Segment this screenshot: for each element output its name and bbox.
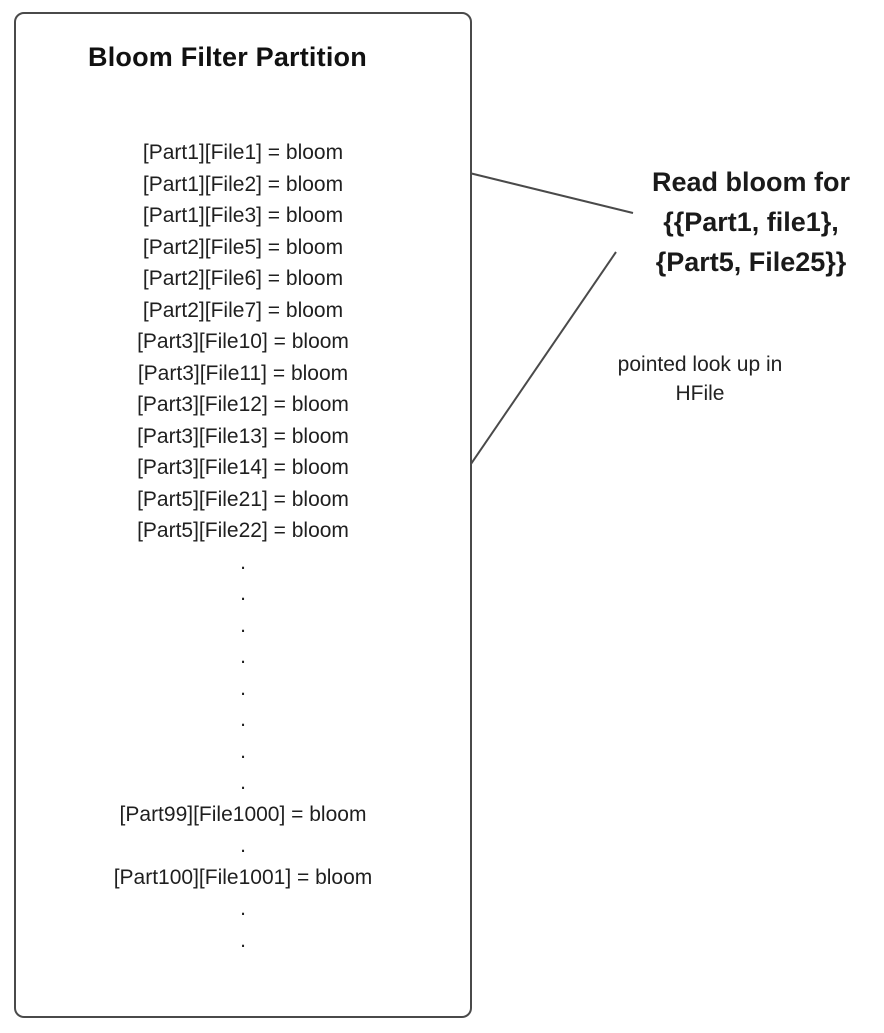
- ellipsis-dot: .: [240, 928, 246, 952]
- bloom-filter-partition-box: Bloom Filter Partition [Part1][File1] = …: [14, 12, 472, 1018]
- partition-entry: [Part2][File6] = bloom: [142, 267, 344, 290]
- partition-entries-list: [Part1][File1] = bloom [Part1][File2] = …: [16, 137, 470, 956]
- ellipsis-dot: .: [240, 613, 246, 637]
- partition-entry: [Part2][File7] = bloom: [142, 298, 344, 322]
- read-bloom-line: Read bloom for: [651, 167, 850, 197]
- ellipsis-dot: .: [240, 550, 246, 574]
- ellipsis-dot: .: [240, 582, 246, 605]
- ellipsis-dot: .: [240, 897, 246, 920]
- partition-entry: [Part100][File1001] = bloom: [113, 865, 373, 889]
- read-bloom-label: Read bloom for {{Part1, file1}, {Part5, …: [618, 162, 884, 282]
- partition-entry: [Part5][File21] = bloom: [137, 487, 349, 511]
- partition-entry: [Part3][File14] = bloom: [137, 456, 349, 479]
- partition-entry: [Part5][File22] = bloom: [137, 519, 349, 542]
- read-bloom-line: {{Part1, file1},: [663, 207, 839, 237]
- ellipsis-dot: .: [240, 708, 246, 731]
- read-bloom-line: {Part5, File25}}: [655, 247, 847, 277]
- partition-entry: [Part3][File10] = bloom: [137, 330, 349, 353]
- partition-entry: [Part3][File13] = bloom: [137, 424, 349, 448]
- partition-entry: [Part1][File3] = bloom: [142, 204, 344, 227]
- box-title: Bloom Filter Partition: [88, 42, 367, 72]
- partition-entry: [Part99][File1000] = bloom: [119, 802, 367, 826]
- ellipsis-dot: .: [240, 676, 246, 700]
- ellipsis-dot: .: [240, 834, 246, 857]
- pointed-lookup-label: pointed look up in HFile: [575, 350, 825, 408]
- partition-entry: [Part3][File11] = bloom: [137, 361, 349, 385]
- partition-entry: [Part2][File5] = bloom: [142, 235, 344, 259]
- ellipsis-dot: .: [240, 771, 246, 794]
- ellipsis-dot: .: [240, 645, 246, 668]
- pointed-lookup-line: HFile: [675, 382, 725, 405]
- partition-entry: [Part3][File12] = bloom: [137, 393, 349, 416]
- partition-entry: [Part1][File2] = bloom: [142, 172, 344, 196]
- pointed-lookup-line: pointed look up in: [617, 353, 783, 376]
- partition-entry: [Part1][File1] = bloom: [142, 141, 344, 164]
- ellipsis-dot: .: [240, 739, 246, 763]
